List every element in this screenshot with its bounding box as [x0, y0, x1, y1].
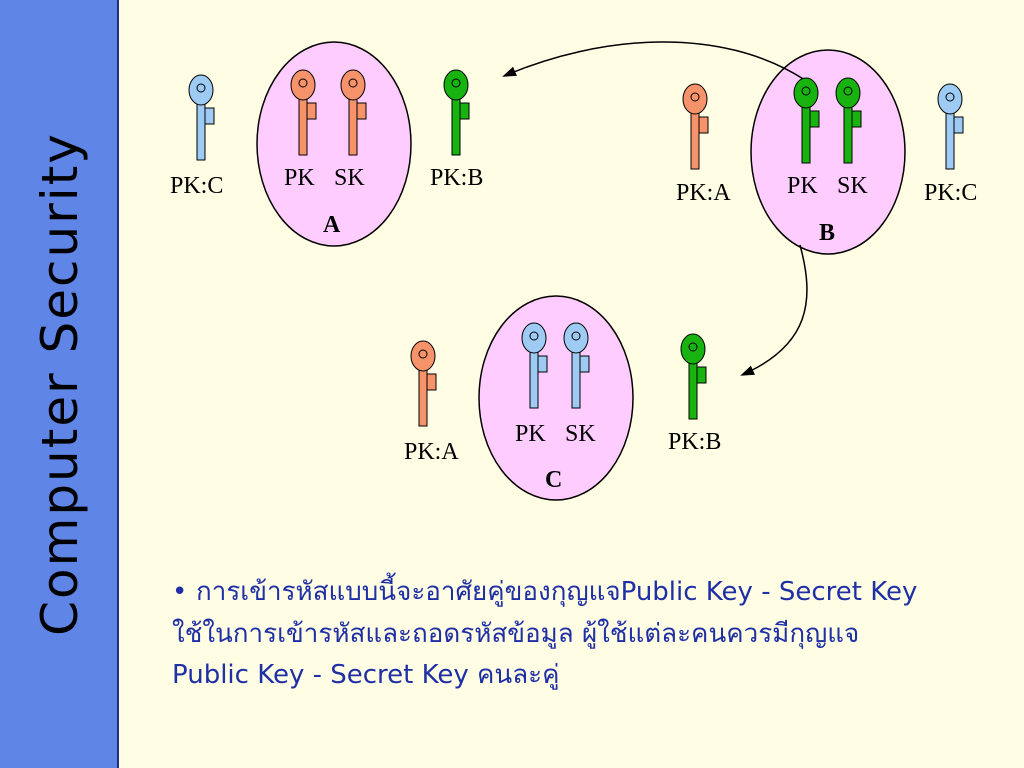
key-b-pk: [793, 77, 820, 164]
user-a-sk-label: SK: [334, 165, 365, 191]
user-c-label: C: [545, 467, 562, 493]
key-b-outside-right: [937, 83, 964, 170]
user-b-label: B: [819, 220, 835, 246]
bullet-line-3: Public Key - Secret Key คนละคู่: [172, 660, 560, 691]
arrow-b-to-a: [502, 41, 806, 81]
user-a-outside-left-label: PK:C: [170, 173, 223, 199]
key-c-sk: [563, 322, 590, 409]
bullet-paragraph: • การเข้ารหัสแบบนี้จะอาศัยคู่ของกุญแจPubl…: [172, 572, 972, 697]
bullet-line-1: • การเข้ารหัสแบบนี้จะอาศัยคู่ของกุญแจPubl…: [172, 572, 972, 614]
key-c-outside-right: [680, 333, 707, 420]
user-b-ellipse: [750, 49, 906, 255]
user-c-sk-label: SK: [565, 421, 596, 447]
user-b-outside-right-label: PK:C: [924, 180, 977, 206]
user-c-pk-label: PK: [515, 421, 546, 447]
key-c-pk: [521, 322, 548, 409]
key-a-outside-left: [188, 74, 215, 161]
key-b-sk: [835, 77, 862, 164]
bullet-dot: •: [172, 577, 188, 607]
arrow-b-to-c: [740, 244, 808, 376]
key-a-pk: [290, 69, 317, 156]
user-a-pk-label: PK: [284, 165, 315, 191]
user-c-outside-left-label: PK:A: [404, 439, 459, 465]
user-c-ellipse: [478, 295, 634, 501]
user-b-pk-label: PK: [787, 173, 818, 199]
key-diagram: PK:C PK SK PK:B A PK:A PK SK PK:C B PK:A…: [170, 41, 977, 501]
keys: [188, 69, 964, 427]
bullet-line-1-text: การเข้ารหัสแบบนี้จะอาศัยคู่ของกุญแจPubli…: [196, 577, 918, 607]
key-a-sk: [340, 69, 367, 156]
key-c-outside-left: [410, 340, 437, 427]
key-a-outside-right: [443, 69, 470, 156]
key-b-outside-left: [682, 83, 709, 170]
user-b-outside-left-label: PK:A: [676, 180, 731, 206]
user-a-outside-right-label: PK:B: [430, 165, 483, 191]
bullet-line-2: ใช้ในการเข้ารหัสและถอดรหัสข้อมูล ผู้ใช้แ…: [172, 618, 860, 649]
user-a-label: A: [323, 212, 341, 238]
sidebar: Computer Security: [0, 0, 119, 768]
user-b-sk-label: SK: [837, 173, 868, 199]
user-c-outside-right-label: PK:B: [668, 429, 721, 455]
